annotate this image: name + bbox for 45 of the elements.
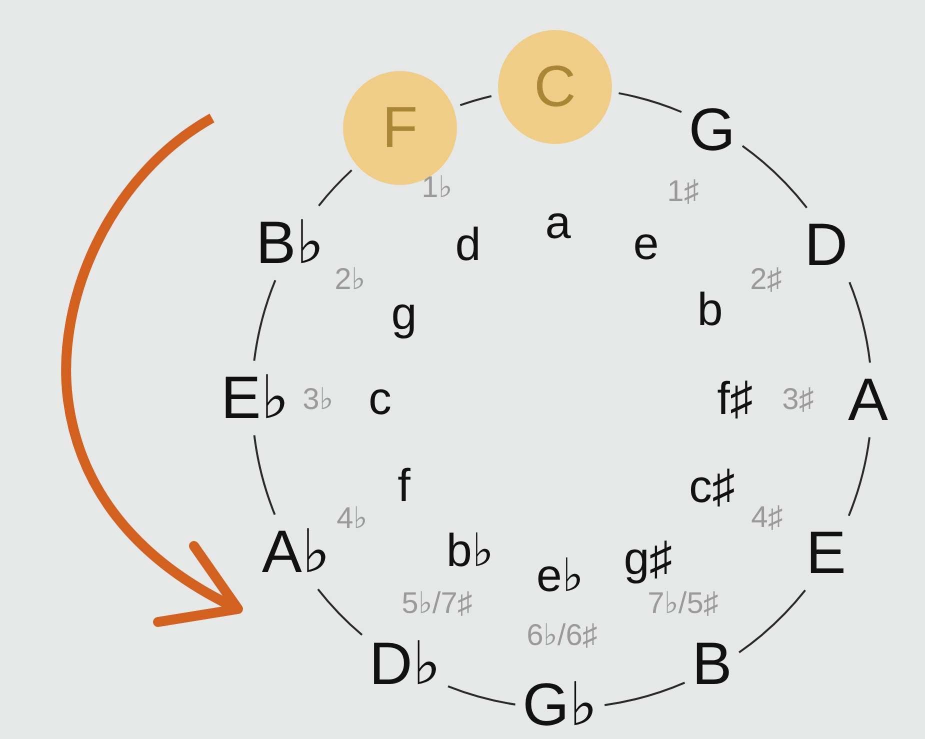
major-key-label: G	[688, 100, 736, 160]
connector-arc	[848, 437, 870, 516]
major-key-label: G♭	[522, 675, 598, 735]
key-signature-label: 2♭	[334, 265, 366, 295]
minor-key-label: b	[697, 286, 723, 332]
major-key-label: A	[848, 370, 888, 430]
major-key-label: D	[804, 215, 848, 275]
connector-arc	[448, 685, 516, 706]
highlighted-key-circle: C	[498, 30, 612, 144]
connector-arc	[604, 682, 686, 706]
major-key-label: B♭	[256, 213, 324, 273]
key-signature-label: 4♯	[751, 503, 783, 533]
minor-key-label: a	[545, 199, 571, 245]
connector-arc	[848, 282, 871, 363]
connector-arc	[742, 145, 808, 208]
connector-arc	[253, 435, 276, 515]
minor-key-label: f	[398, 462, 410, 508]
major-key-label: E♭	[220, 368, 290, 428]
major-key-label: D♭	[369, 634, 441, 694]
key-signature-label: 2♯	[750, 265, 782, 295]
key-signature-label: 1♯	[667, 177, 699, 207]
connector-arc	[317, 588, 363, 636]
major-key-label: B	[692, 634, 732, 694]
key-signature-label: 5♭/7♯	[402, 589, 472, 619]
connector-arc	[460, 95, 492, 106]
minor-key-label: b♭	[446, 527, 494, 573]
connector-arc	[738, 590, 806, 654]
minor-key-label: d	[455, 221, 481, 267]
minor-key-label: g	[391, 290, 417, 336]
key-signature-label: 3♯	[782, 385, 814, 415]
key-signature-label: 3♭	[302, 385, 334, 415]
minor-key-label: c♯	[689, 463, 735, 509]
minor-key-label: g♯	[624, 535, 672, 581]
minor-key-label: f♯	[717, 375, 753, 421]
major-key-label: A♭	[262, 522, 330, 582]
key-signature-label: 6♭/6♯	[526, 621, 598, 651]
minor-key-label: c	[368, 375, 392, 421]
minor-key-label: e	[633, 220, 659, 266]
minor-key-label: e♭	[536, 552, 584, 598]
key-signature-label: 4♭	[336, 504, 368, 534]
major-key-label: E	[806, 523, 846, 583]
connector-arc	[318, 169, 352, 206]
key-signature-label: 7♭/5♯	[648, 589, 718, 619]
connector-arc	[618, 92, 682, 113]
connector-arc	[253, 280, 276, 361]
